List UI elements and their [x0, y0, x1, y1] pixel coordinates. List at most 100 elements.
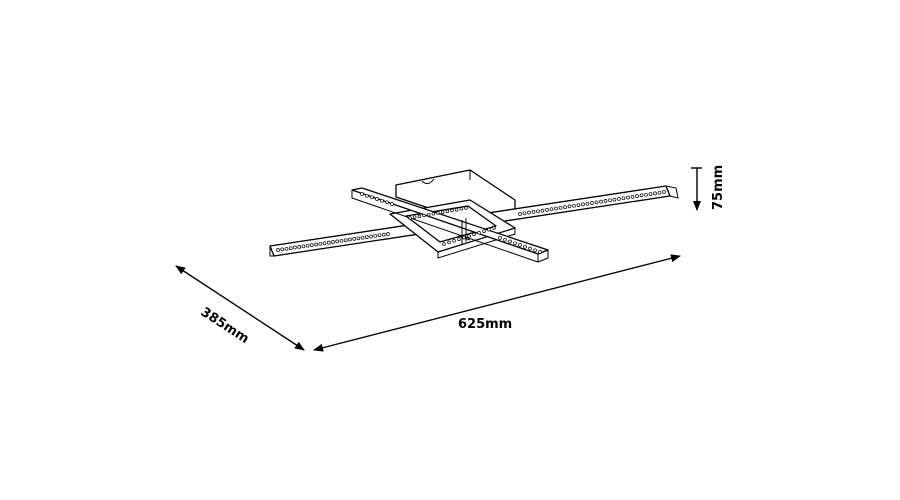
- crystal-dot: [608, 198, 612, 203]
- dimension-length: 625mm: [313, 254, 681, 352]
- crystal-dot: [301, 244, 306, 249]
- crystal-dot: [431, 212, 436, 216]
- crystal-dot: [527, 210, 531, 215]
- crystal-dot: [365, 193, 369, 198]
- crystal-dot: [375, 197, 379, 201]
- crystal-dot: [352, 237, 357, 241]
- crystal-dot: [454, 207, 459, 212]
- crystal-dot: [472, 232, 476, 237]
- crystal-dot: [293, 245, 297, 250]
- crystal-dot: [549, 207, 554, 212]
- crystal-dot: [280, 247, 285, 252]
- crystal-dot: [462, 235, 466, 240]
- crystal-dot: [477, 231, 481, 235]
- length-label: 625mm: [458, 317, 512, 332]
- crystal-dot: [369, 234, 373, 239]
- crystal-dot: [284, 246, 289, 251]
- crystal-dot: [445, 209, 450, 214]
- crystal-dot: [626, 195, 630, 200]
- crystal-dot: [343, 238, 348, 243]
- height-label: 75mm: [711, 165, 726, 210]
- crystal-dot: [563, 205, 567, 209]
- crystal-dot: [436, 211, 440, 215]
- crystal-dot: [305, 243, 310, 248]
- crystal-dot: [422, 213, 426, 218]
- crystal-dot: [576, 203, 581, 207]
- crystal-dot: [590, 201, 594, 205]
- crystal-dot: [567, 204, 572, 209]
- crystal-dot: [662, 190, 666, 194]
- crystal-dot: [599, 199, 603, 204]
- crystal-dot: [498, 236, 502, 240]
- crystal-dot: [508, 239, 512, 244]
- crystal-dot: [356, 236, 361, 241]
- crystal-dot: [390, 202, 394, 206]
- crystal-dot: [464, 206, 468, 210]
- crystal-dot: [635, 194, 639, 198]
- crystal-dot: [621, 196, 626, 201]
- crystal-dot: [373, 233, 378, 238]
- crystal-dot: [540, 208, 545, 213]
- crystal-dot: [648, 192, 653, 196]
- crystal-dot: [288, 246, 293, 251]
- crystal-dot: [339, 238, 344, 243]
- crystal-dot: [360, 235, 365, 240]
- lamp-illustration: [269, 169, 679, 263]
- crystal-dot: [276, 248, 280, 252]
- crystal-dot: [657, 190, 662, 195]
- crystal-dot: [503, 237, 507, 242]
- crystal-dot: [322, 241, 327, 246]
- crystal-dot: [644, 192, 648, 197]
- crystal-dot: [318, 241, 323, 246]
- crystal-dot: [554, 206, 558, 211]
- crystal-dot: [630, 194, 635, 199]
- crystal-dot: [335, 239, 340, 244]
- crystal-dot: [482, 229, 486, 233]
- crystal-dot: [380, 198, 384, 203]
- crystal-dot: [417, 214, 422, 219]
- crystal-dot: [314, 242, 318, 247]
- crystal-dot: [386, 232, 390, 236]
- crystal-dot: [518, 243, 522, 247]
- crystal-dot: [585, 201, 590, 206]
- crystal-dot: [545, 208, 549, 212]
- crystal-dot: [450, 208, 454, 213]
- crystal-dot: [360, 192, 364, 196]
- crystal-dot: [440, 210, 445, 214]
- crystal-dot: [594, 200, 599, 205]
- crystal-dot: [364, 235, 369, 239]
- crystal-dot: [558, 205, 563, 210]
- depth-label: 385mm: [198, 305, 252, 347]
- crystal-dot: [457, 237, 461, 241]
- crystal-dot: [617, 197, 621, 201]
- crystal-dot: [348, 237, 352, 242]
- crystal-dot: [412, 215, 417, 219]
- length-dimension-line: [313, 254, 681, 352]
- crystal-dot: [639, 193, 644, 198]
- dimension-depth: 385mm: [175, 265, 305, 351]
- crystal-dot: [538, 250, 542, 254]
- depth-dimension-line: [175, 265, 305, 351]
- crystal-dot: [309, 243, 314, 247]
- crystal-dot: [467, 234, 471, 238]
- crystal-dot: [528, 246, 532, 251]
- crystal-dot: [452, 239, 456, 243]
- dimension-height: 75mm: [691, 165, 726, 211]
- crystal-dot: [442, 242, 446, 246]
- crystal-dot: [513, 241, 517, 246]
- crystal-dot: [536, 209, 540, 214]
- crystal-dot: [492, 226, 496, 230]
- crystal-dot: [518, 212, 522, 216]
- crystal-dot: [581, 202, 585, 207]
- crystal-dot: [447, 240, 451, 245]
- crystal-dot: [531, 210, 536, 214]
- crystal-dot: [523, 244, 527, 249]
- crystal-dot: [459, 207, 464, 211]
- crystal-dot: [377, 233, 382, 238]
- crystal-dot: [612, 197, 617, 202]
- crystal-dot: [522, 211, 527, 216]
- crystal-dot: [408, 216, 412, 220]
- crystal-dot: [533, 248, 537, 253]
